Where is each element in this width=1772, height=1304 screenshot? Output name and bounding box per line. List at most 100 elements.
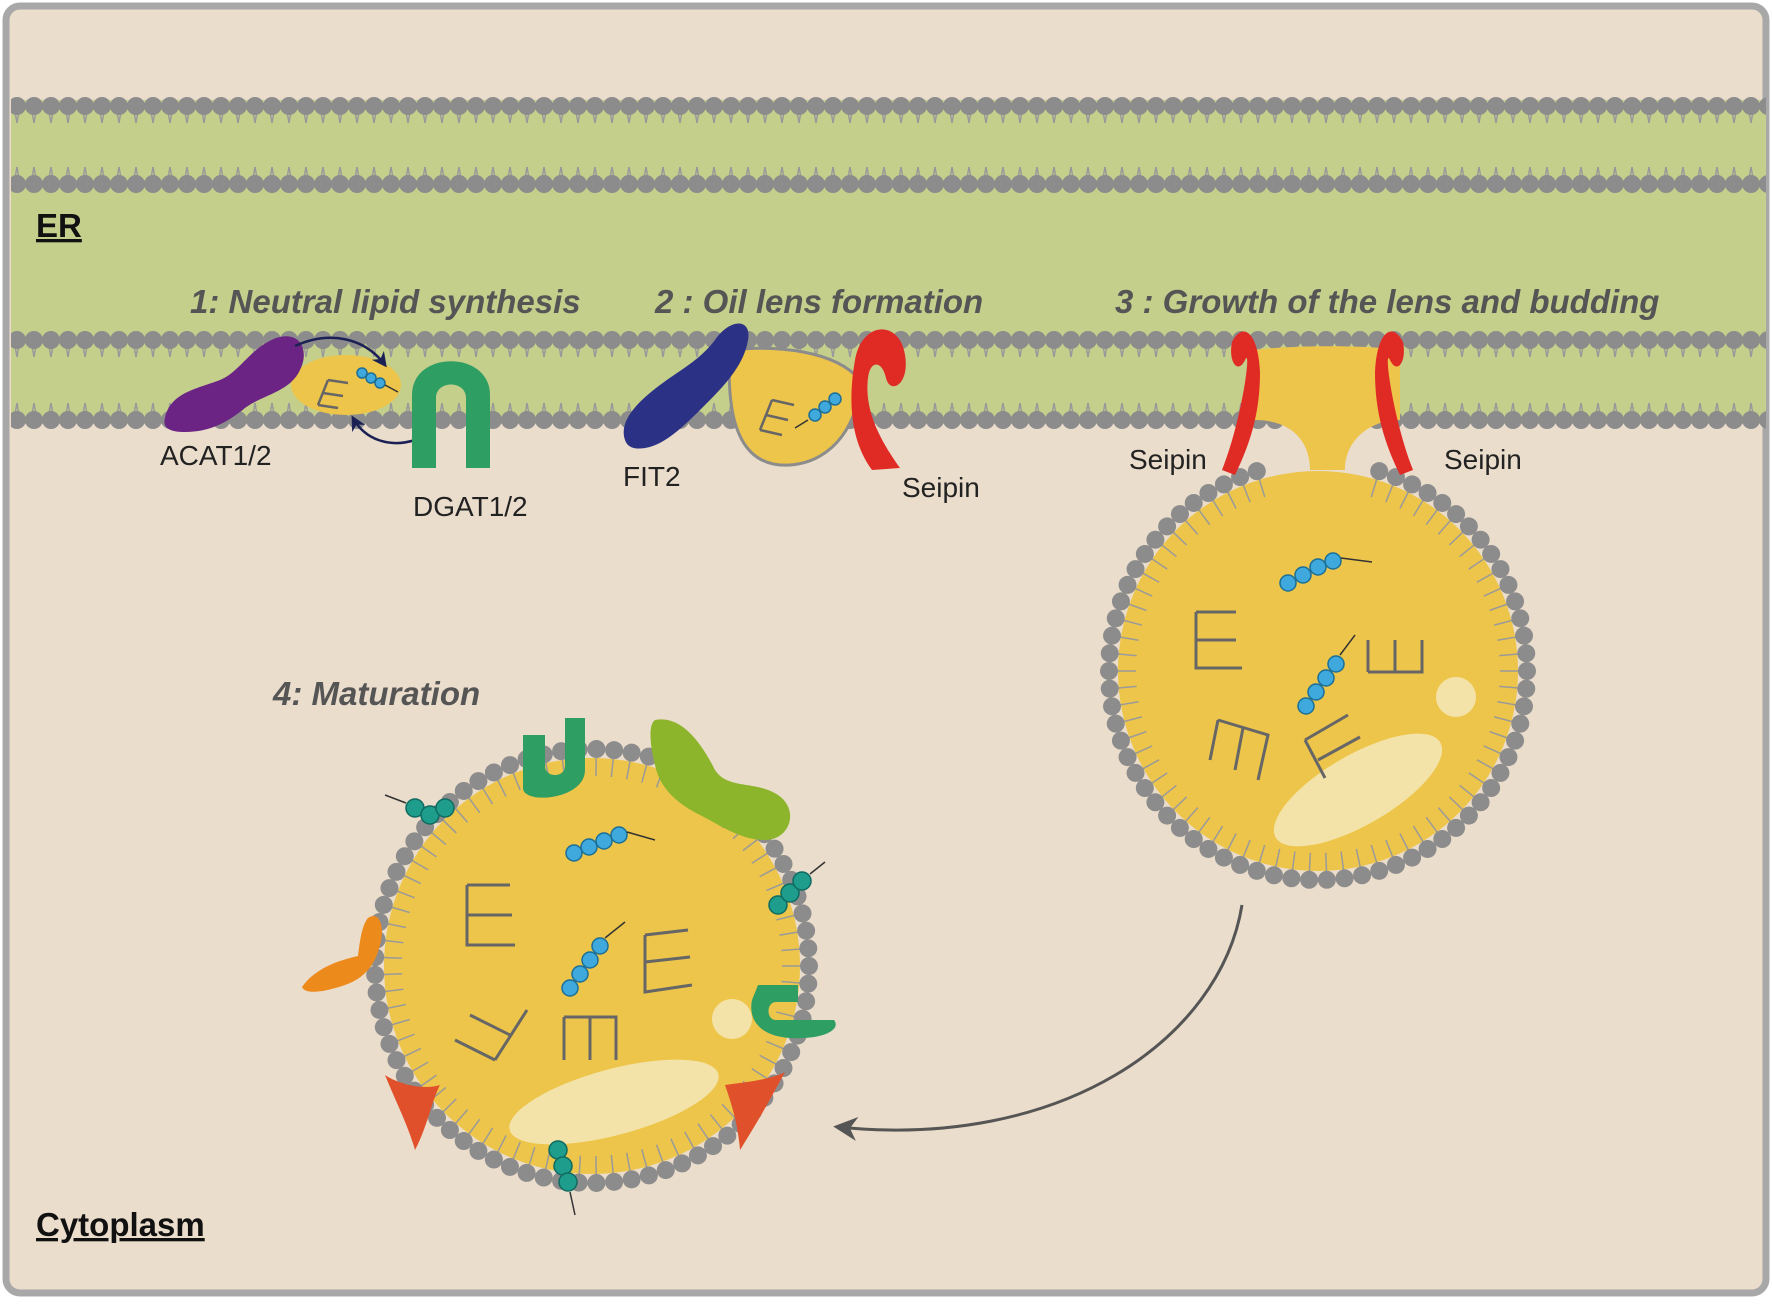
lipid-head xyxy=(484,175,502,193)
seipin-protein-left xyxy=(1222,331,1260,475)
lipid-head xyxy=(93,97,111,115)
lipid-head xyxy=(688,175,706,193)
lipid-head xyxy=(11,175,26,193)
lipid-head xyxy=(1482,544,1501,563)
lipid-head xyxy=(1103,626,1122,645)
triglyceride-icon xyxy=(758,398,795,437)
sterol-ester-icon xyxy=(356,367,399,393)
lipid-head xyxy=(1759,411,1766,429)
lipid-head xyxy=(1096,175,1114,193)
lipid-head xyxy=(994,97,1012,115)
lipid-head xyxy=(127,411,145,429)
lipid-head xyxy=(1214,475,1233,494)
lipid-head xyxy=(1334,175,1352,193)
triglyceride-icon xyxy=(1194,610,1242,670)
lipid-head xyxy=(1113,331,1131,349)
lipid-head xyxy=(1640,175,1658,193)
triglyceride-icon xyxy=(1366,640,1424,674)
lipid-head xyxy=(1062,175,1080,193)
lipid-head xyxy=(1555,175,1573,193)
lipid-head xyxy=(76,331,94,349)
lipid-head xyxy=(1283,97,1301,115)
maturation-arrow-icon xyxy=(833,904,1244,1141)
lipid-head xyxy=(1725,331,1743,349)
lipid-head xyxy=(704,1137,723,1156)
lipid-head xyxy=(1317,97,1335,115)
lipid-head xyxy=(587,1173,606,1192)
lipid-head xyxy=(1640,411,1658,429)
lipid-head xyxy=(1725,97,1743,115)
lipid-head xyxy=(1351,331,1369,349)
lipid-head xyxy=(428,1108,447,1127)
core-highlight-small xyxy=(712,999,752,1039)
lipid-head xyxy=(569,331,587,349)
lipid-head xyxy=(858,175,876,193)
synthesis-arrow-bottom xyxy=(351,415,416,445)
lipid-head xyxy=(1113,411,1131,429)
lipid-head xyxy=(1433,830,1452,849)
lipid-head xyxy=(1725,411,1743,429)
lipid-head xyxy=(1181,411,1199,429)
lipid-head xyxy=(1283,331,1301,349)
lipid-head xyxy=(587,740,606,759)
lipid-head xyxy=(622,743,641,762)
red-surface-protein-right xyxy=(725,1072,785,1150)
lipid-head xyxy=(1725,175,1743,193)
lens-neck xyxy=(1255,346,1400,470)
lipid-head xyxy=(1249,97,1267,115)
sterol-ester-icon xyxy=(794,392,842,429)
lipid-head xyxy=(1453,331,1471,349)
lipid-head xyxy=(1589,175,1607,193)
lipid-head xyxy=(1184,830,1203,849)
lipid-head xyxy=(1247,861,1266,880)
surface-sterol-icon xyxy=(384,794,455,825)
lipid-head xyxy=(1759,331,1766,349)
lipid-head xyxy=(1158,806,1177,825)
lipid-head xyxy=(25,97,43,115)
lipid-head xyxy=(1504,175,1522,193)
lipid-head xyxy=(518,411,536,429)
lipid-head xyxy=(1106,609,1125,628)
lipid-head xyxy=(1317,870,1336,889)
lipid-head xyxy=(1181,97,1199,115)
lipid-head xyxy=(569,175,587,193)
lipid-head xyxy=(314,97,332,115)
lipid-head xyxy=(314,175,332,193)
lipid-head xyxy=(705,97,723,115)
lipid-head xyxy=(654,331,672,349)
lipid-head xyxy=(59,97,77,115)
lipid-head xyxy=(1011,411,1029,429)
core-highlight-large xyxy=(509,1059,719,1145)
lipid-head xyxy=(11,411,26,429)
lipid-head xyxy=(1419,97,1437,115)
lipid-head xyxy=(1335,869,1354,888)
lipid-head xyxy=(1518,662,1536,680)
lipid-head xyxy=(1215,331,1233,349)
lipid-head xyxy=(1708,331,1726,349)
lipid-head xyxy=(1691,175,1709,193)
lipid-head xyxy=(875,97,893,115)
lipid-head xyxy=(943,331,961,349)
lipid-head xyxy=(450,97,468,115)
lipid-head xyxy=(909,331,927,349)
lipid-head xyxy=(1164,331,1182,349)
lipid-head xyxy=(1198,97,1216,115)
lipid-head xyxy=(382,97,400,115)
sterol-ester-icon xyxy=(561,921,626,997)
lipid-head xyxy=(1214,848,1233,867)
dgat-protein-right xyxy=(751,985,836,1039)
step-4-maturation xyxy=(302,718,836,1216)
lipid-head xyxy=(370,1000,389,1019)
cytoplasm-label: Cytoplasm xyxy=(36,1206,205,1243)
lipid-head xyxy=(144,97,162,115)
lipid-head xyxy=(1759,97,1766,115)
lipid-head xyxy=(1135,779,1154,798)
lipid-head xyxy=(1555,331,1573,349)
lipid-head xyxy=(161,175,179,193)
core-highlight-small xyxy=(1436,677,1476,717)
lipid-head xyxy=(1198,411,1216,429)
lipid-head xyxy=(793,904,812,923)
lipid-head xyxy=(1538,175,1556,193)
lipid-head xyxy=(605,741,624,760)
lipid-head xyxy=(380,1034,399,1053)
